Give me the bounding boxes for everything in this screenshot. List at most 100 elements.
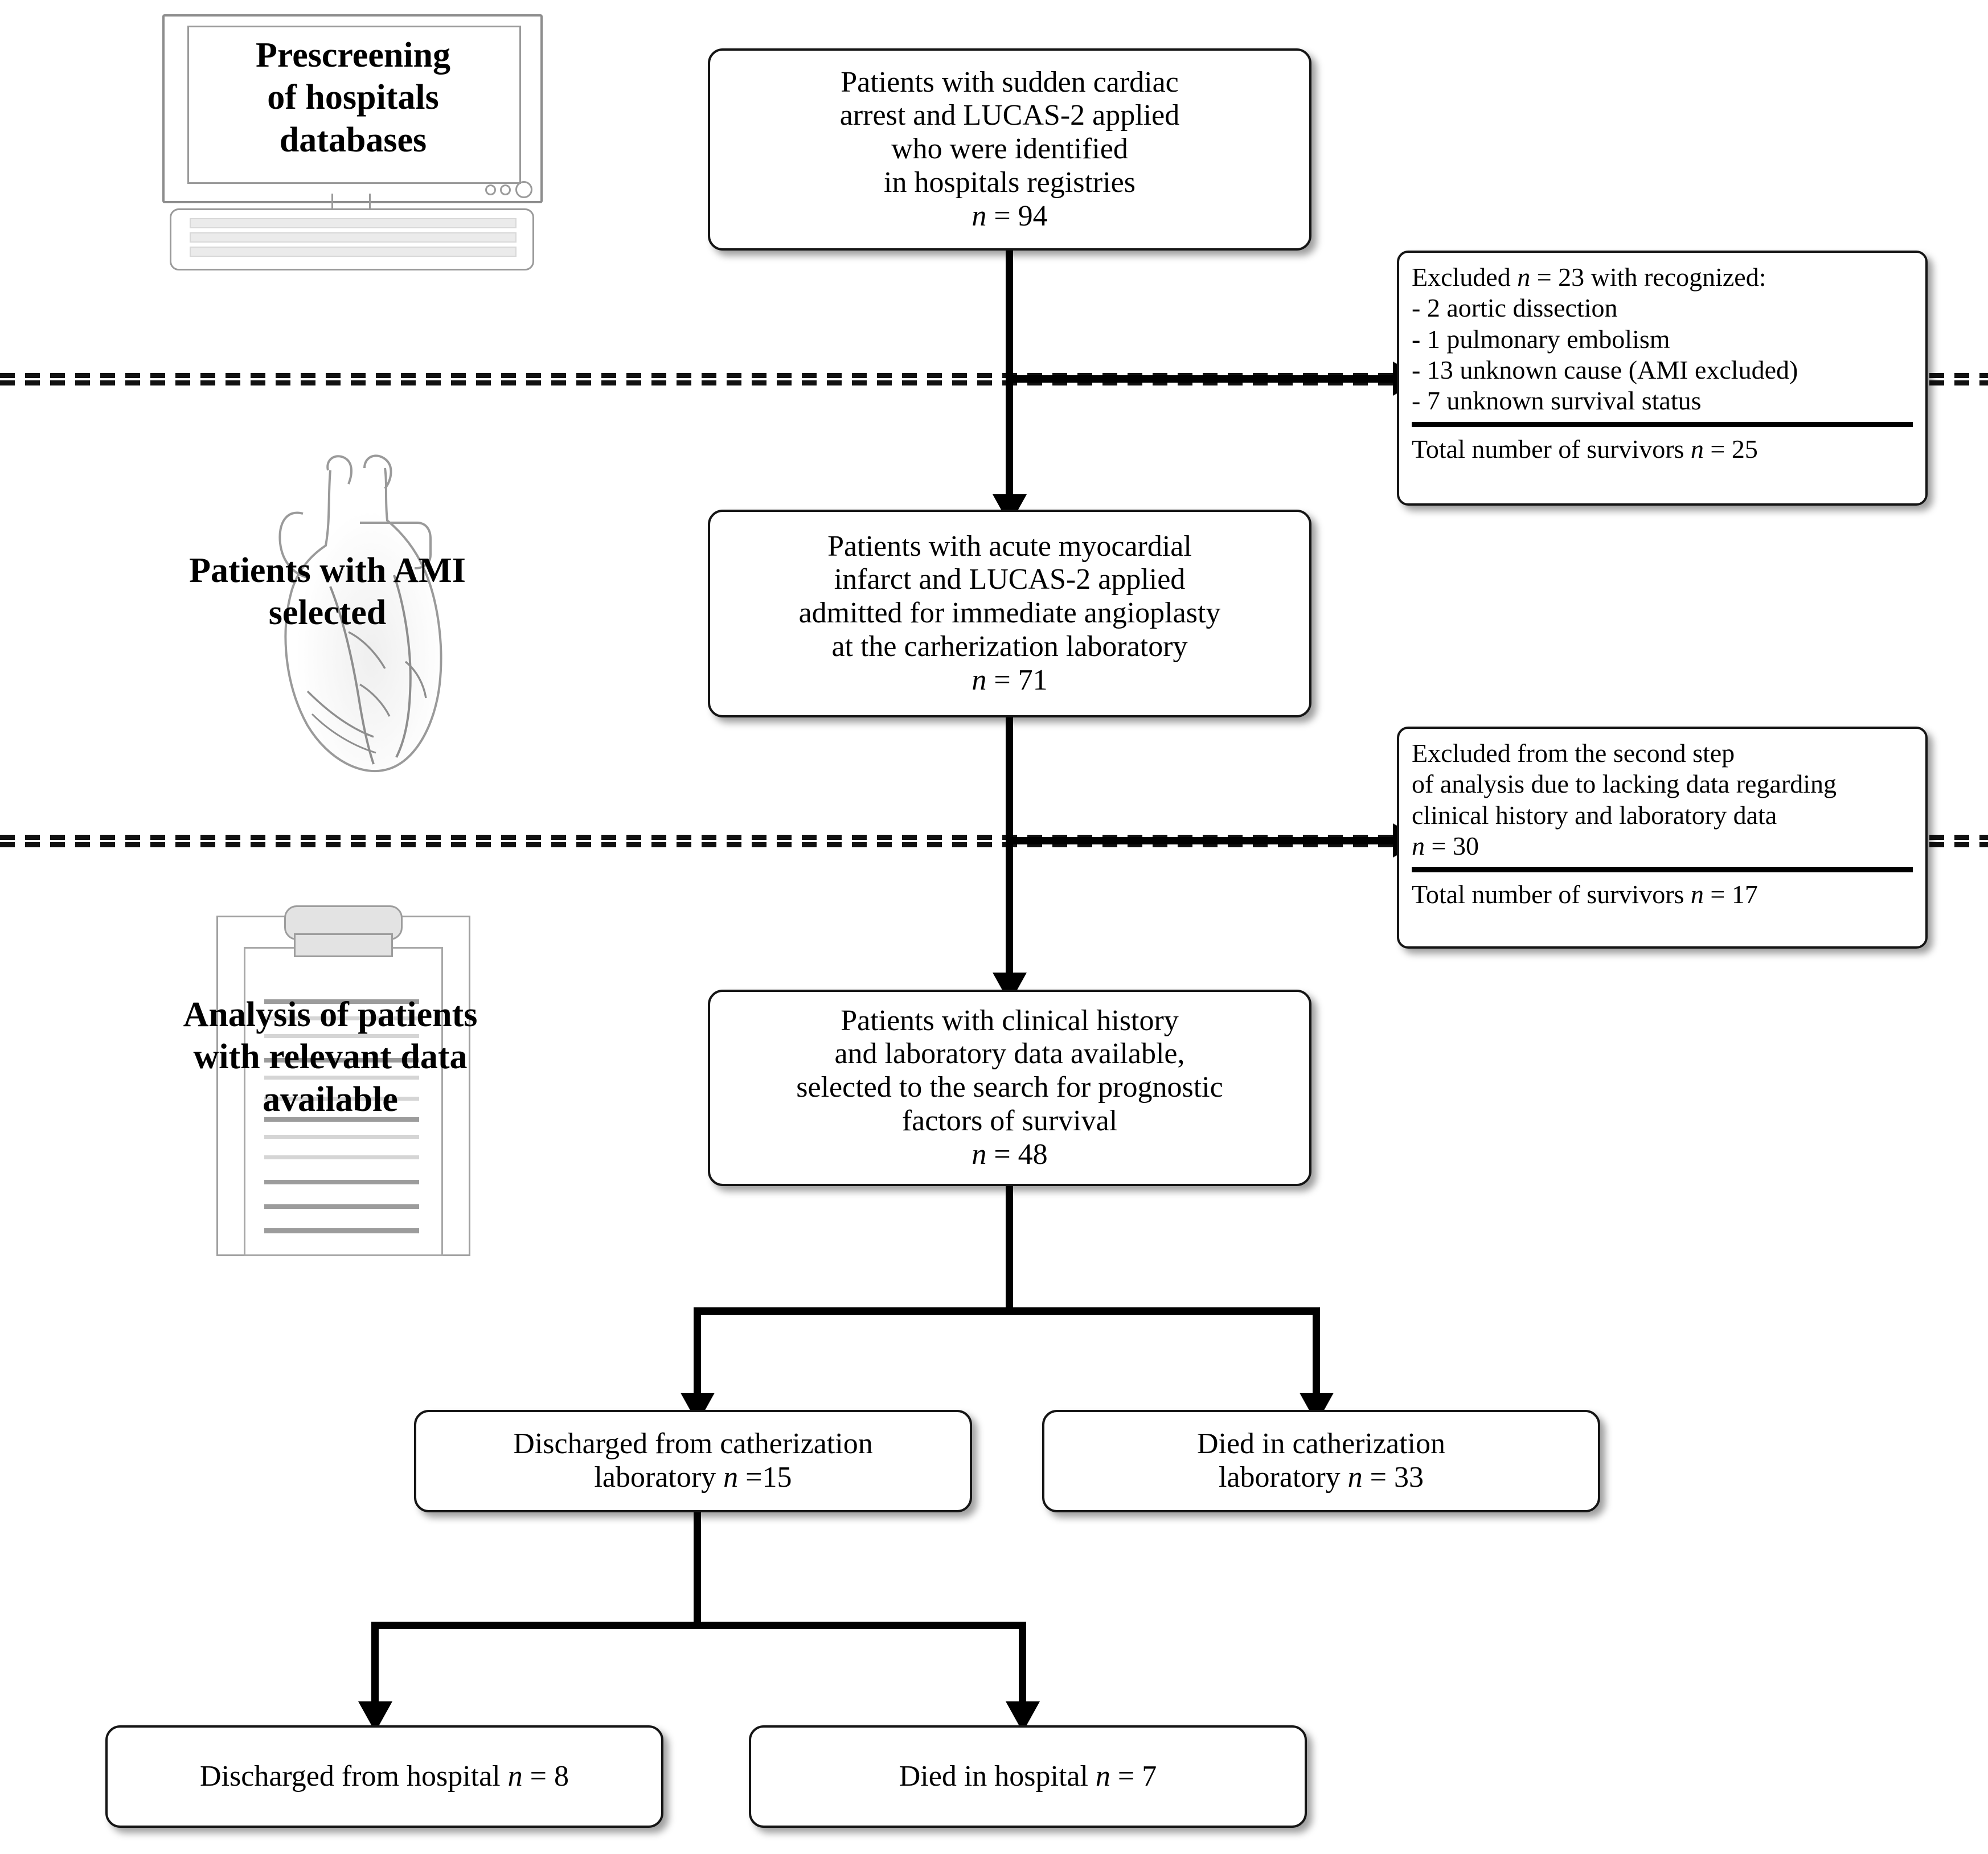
- node-count: n = 94: [972, 200, 1047, 233]
- n-symbol: n: [1095, 1759, 1110, 1793]
- n-value: 30: [1452, 831, 1479, 860]
- n-equals: =: [1703, 880, 1732, 909]
- n-value: 8: [554, 1759, 569, 1793]
- node-line: and laboratory data available,: [834, 1037, 1185, 1070]
- fork-bar-n6-n7: [371, 1622, 1026, 1629]
- clipboard-text-line: [264, 1033, 420, 1038]
- connector-n1-to-exclusion-1: [1006, 375, 1399, 383]
- exclusion-item: clinical history and laboratory data: [1412, 800, 1777, 830]
- node-discharged-from-hospital[interactable]: Discharged from hospital n = 8: [105, 1725, 663, 1828]
- phase-separator-2: [0, 835, 1988, 847]
- heart-illustration-svg: [278, 454, 442, 772]
- clipboard-text-line: [264, 999, 420, 1004]
- node-count: n = 71: [972, 664, 1047, 698]
- stage-caption-line: databases: [279, 120, 427, 159]
- node-line: infarct and LUCAS-2 applied: [834, 563, 1186, 596]
- node-line: who were identified: [891, 133, 1128, 166]
- node-line: Died in catherization: [1196, 1428, 1446, 1461]
- node-ami-cohort[interactable]: Patients with acute myocardial infarct a…: [708, 510, 1311, 717]
- node-died-in-cath-lab[interactable]: Died in catherization laboratory n = 33: [1042, 1410, 1600, 1512]
- node-line: at the carherization laboratory: [831, 630, 1188, 663]
- node-discharged-from-cath-lab[interactable]: Discharged from catherization laboratory…: [414, 1410, 972, 1512]
- n-value: 23: [1558, 262, 1585, 292]
- stage-caption-line: Analysis of patients: [183, 995, 478, 1034]
- node-died-in-hospital[interactable]: Died in hospital n = 7: [749, 1725, 1307, 1828]
- n-equals: =: [1425, 831, 1453, 860]
- clipboard-text-line: [264, 1179, 420, 1184]
- n-symbol: n: [972, 1138, 987, 1171]
- clipboard-icon: [216, 905, 470, 1256]
- connector-n4-to-fork: [694, 1509, 701, 1626]
- n-value: 17: [1731, 880, 1758, 909]
- monitor-led-1: [485, 184, 496, 195]
- clipboard-text-line: [264, 1016, 420, 1021]
- total-prefix: Total number of survivors: [1412, 434, 1691, 464]
- exclusion-box-step-2[interactable]: Excluded from the second step of analysi…: [1397, 727, 1928, 949]
- clipboard-text-line: [264, 1228, 420, 1234]
- exclusion-item: - 13 unknown cause (AMI excluded): [1412, 355, 1798, 384]
- connector-n1-to-n2: [1006, 249, 1013, 500]
- keyboard-row-2: [189, 232, 517, 243]
- stage-caption-line: with relevant data: [193, 1037, 468, 1077]
- n-value: 48: [1018, 1138, 1048, 1171]
- n-value: 71: [1018, 663, 1048, 696]
- n-symbol: n: [1517, 262, 1531, 292]
- stage-caption-analysis: Analysis of patients with relevant data …: [97, 994, 564, 1121]
- n-equals: =: [522, 1759, 554, 1793]
- exclusion-item: - 2 aortic dissection: [1412, 293, 1618, 323]
- total-prefix: Total number of survivors: [1412, 880, 1691, 909]
- phase-separator-1: [0, 373, 1988, 385]
- exclusion-item: - 7 unknown survival status: [1412, 386, 1702, 416]
- clipboard-text-line: [264, 1155, 420, 1160]
- keyboard-icon: [170, 208, 534, 270]
- stage-caption-line: of hospitals: [267, 78, 439, 117]
- exclusion-header-suffix: with recognized:: [1584, 262, 1766, 292]
- n-equals: =: [1703, 434, 1732, 464]
- monitor-power-button: [515, 181, 532, 198]
- keyboard-row-3: [189, 246, 517, 257]
- n-value: 94: [1018, 199, 1048, 232]
- monitor-screen: [187, 26, 522, 184]
- exclusion-header: Excluded n = 23 with recognized:: [1412, 262, 1766, 293]
- n-symbol: n: [1690, 434, 1704, 464]
- n-equals: =: [1362, 1461, 1394, 1494]
- fork-bar-n4-n5: [694, 1307, 1320, 1315]
- exclusion-box-step-1[interactable]: Excluded n = 23 with recognized: - 2 aor…: [1397, 251, 1928, 506]
- n-symbol: n: [1690, 880, 1704, 909]
- node-line: Patients with acute myocardial: [827, 530, 1192, 563]
- node-sudden-cardiac-arrest-cohort[interactable]: Patients with sudden cardiac arrest and …: [708, 48, 1311, 251]
- node-count: n = 48: [972, 1138, 1047, 1172]
- n-symbol: n: [972, 663, 987, 696]
- dash-row: [0, 373, 1988, 378]
- clipboard-text-line: [264, 1096, 420, 1101]
- exclusion-item: Excluded from the second step: [1412, 739, 1735, 768]
- node-line: admitted for immediate angioplasty: [798, 597, 1221, 630]
- clipboard-text-line: [264, 1117, 420, 1122]
- n-equals: =: [986, 1138, 1018, 1171]
- exclusion-header-prefix: Excluded: [1412, 262, 1518, 292]
- monitor-led-2: [500, 184, 511, 195]
- node-line: selected to the search for prognostic: [796, 1071, 1223, 1104]
- stage-caption-line: available: [263, 1080, 398, 1119]
- stage-caption-line: Patients with AMI: [189, 551, 466, 590]
- heart-icon: [188, 450, 541, 791]
- n-equals: =: [738, 1461, 763, 1494]
- node-line: Patients with clinical history: [841, 1004, 1179, 1037]
- connector-fork-to-n4: [694, 1307, 701, 1398]
- stage-caption-ami: Patients with AMI selected: [105, 549, 550, 634]
- exclusion-total: Total number of survivors n = 25: [1412, 434, 1758, 465]
- node-tail-prefix: Died in hospital: [899, 1759, 1096, 1793]
- connector-n2-to-n3: [1006, 716, 1013, 978]
- node-analysis-cohort[interactable]: Patients with clinical history and labor…: [708, 990, 1311, 1186]
- n-equals: =: [986, 199, 1018, 232]
- n-symbol: n: [972, 199, 987, 232]
- n-equals: =: [1110, 1759, 1142, 1793]
- exclusion-divider-rule: [1412, 422, 1913, 428]
- connector-fork-to-n5: [1313, 1307, 1320, 1398]
- dash-row: [0, 380, 1988, 385]
- clipboard-text-line: [264, 1134, 420, 1139]
- node-count: laboratory n = 33: [1219, 1461, 1424, 1495]
- connector-fork-to-n7: [1019, 1622, 1026, 1707]
- node-tail-prefix: Discharged from hospital: [200, 1759, 508, 1793]
- monitor-neck-left: [331, 194, 333, 214]
